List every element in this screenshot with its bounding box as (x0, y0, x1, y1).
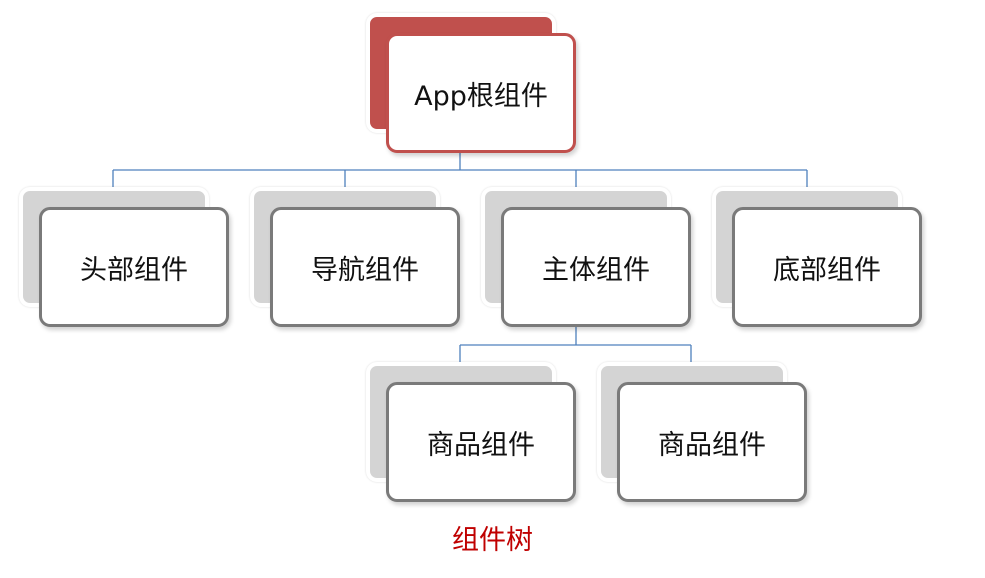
footer-node-card: 底部组件 (732, 207, 922, 327)
diagram-caption: 组件树 (452, 525, 533, 556)
nav-node-card: 导航组件 (270, 207, 460, 327)
nav-component-node: 导航组件 (250, 187, 460, 327)
goods-component-node-2: 商品组件 (597, 362, 807, 502)
header-component-label: 头部组件 (80, 254, 188, 286)
goods-component-label-1: 商品组件 (427, 429, 535, 461)
header-component-node: 头部组件 (19, 187, 229, 327)
goods-component-node-1: 商品组件 (366, 362, 576, 502)
goods-node-1-card: 商品组件 (386, 382, 576, 502)
main-node-card: 主体组件 (501, 207, 691, 327)
app-root-node: App根组件 (366, 13, 576, 153)
goods-component-label-2: 商品组件 (658, 429, 766, 461)
main-component-label: 主体组件 (542, 254, 650, 286)
app-root-node-card: App根组件 (386, 33, 576, 153)
header-node-card: 头部组件 (39, 207, 229, 327)
main-component-node: 主体组件 (481, 187, 691, 327)
footer-component-node: 底部组件 (712, 187, 922, 327)
app-root-label: App根组件 (414, 80, 548, 112)
nav-component-label: 导航组件 (311, 254, 419, 286)
footer-component-label: 底部组件 (773, 254, 881, 286)
goods-node-2-card: 商品组件 (617, 382, 807, 502)
